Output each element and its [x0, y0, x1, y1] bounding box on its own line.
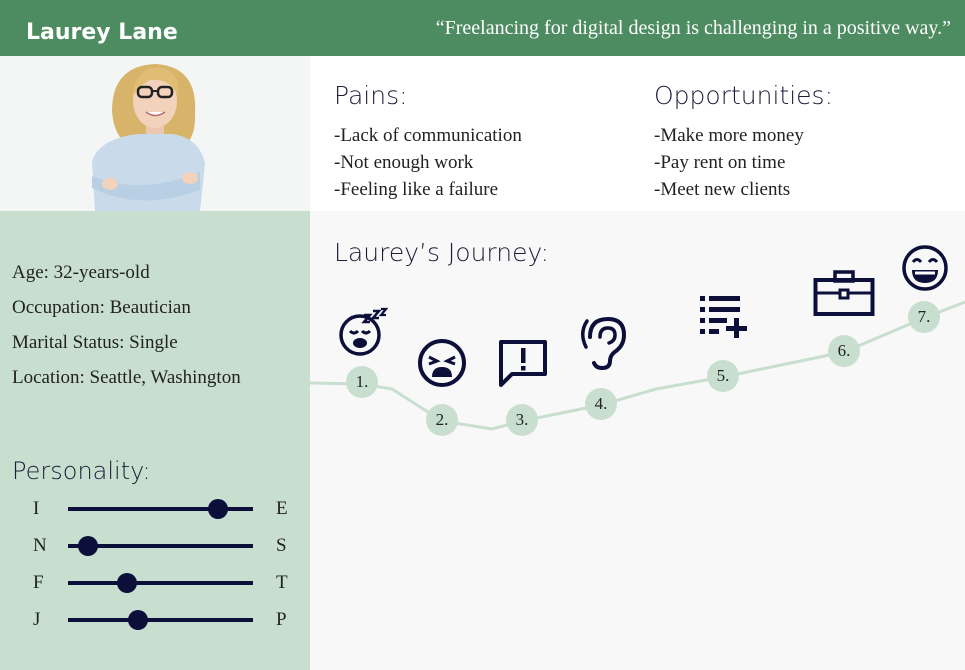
- scale-knob: [207, 499, 228, 519]
- weary-face-icon: [418, 339, 466, 387]
- pain-item: -Lack of communication: [334, 125, 522, 146]
- scale-knob: [117, 573, 138, 593]
- speech-alert-icon: [499, 340, 547, 387]
- pains-list: -Lack of communication -Not enough work …: [334, 122, 522, 203]
- opportunities-list: -Make more money -Pay rent on time -Meet…: [654, 122, 804, 203]
- header-bar: Laurey Lane “Freelancing for digital des…: [0, 0, 965, 56]
- scale-right-label: E: [276, 498, 288, 519]
- persona-photo: [0, 56, 310, 211]
- personality-title: Personality:: [12, 457, 151, 485]
- journey-stage-7-label: 7.: [908, 301, 940, 333]
- opportunity-item: -Meet new clients: [654, 179, 791, 200]
- grinning-face-icon: [902, 245, 948, 291]
- scale-left-label: F: [33, 572, 44, 593]
- pain-item: -Feeling like a failure: [334, 179, 499, 200]
- scale-track: [68, 581, 253, 585]
- scale-left-label: N: [33, 535, 47, 556]
- journey-stage-1-label: 1.: [346, 366, 378, 398]
- scale-right-label: T: [276, 572, 288, 593]
- scale-left-label: I: [33, 498, 40, 519]
- journey-stage-4-label: 4.: [585, 388, 617, 420]
- opportunities-title: Opportunities:: [654, 81, 834, 110]
- persona-details-panel: Age: 32-years-old Occupation: Beautician…: [0, 211, 310, 670]
- opportunity-item: -Pay rent on time: [654, 152, 786, 173]
- ear-icon: [581, 316, 627, 371]
- location-text: Location: Seattle, Washington: [12, 367, 241, 388]
- journey-stage-3-label: 3.: [506, 404, 538, 436]
- pains-title: Pains:: [334, 81, 408, 110]
- briefcase-icon: [813, 270, 875, 316]
- scale-right-label: P: [276, 609, 287, 630]
- age-text: Age: 32-years-old: [12, 262, 150, 283]
- persona-quote: “Freelancing for digital design is chall…: [435, 17, 951, 39]
- sleepy-face-icon: [339, 307, 388, 356]
- scale-left-label: J: [33, 609, 41, 630]
- scale-track: [68, 618, 253, 622]
- journey-stage-2-label: 2.: [426, 404, 458, 436]
- scale-track: [68, 544, 253, 548]
- playlist-add-icon: [700, 296, 747, 338]
- scale-right-label: S: [276, 535, 287, 556]
- personality-scale-ie: I E: [0, 499, 310, 519]
- marital-status-text: Marital Status: Single: [12, 332, 178, 353]
- pain-item: -Not enough work: [334, 152, 474, 173]
- personality-scale-ft: F T: [0, 573, 310, 593]
- scale-track: [68, 507, 253, 511]
- persona-name: Laurey Lane: [26, 20, 178, 45]
- journey-stage-5-label: 5.: [707, 360, 739, 392]
- opportunity-item: -Make more money: [654, 125, 804, 146]
- scale-knob: [128, 610, 149, 630]
- journey-stage-6-label: 6.: [828, 335, 860, 367]
- personality-scale-ns: N S: [0, 536, 310, 556]
- journey-panel: Laurey’s Journey: 1. 2. 3. 4. 5. 6. 7.: [310, 211, 965, 670]
- journey-title: Laurey’s Journey:: [334, 238, 549, 267]
- occupation-text: Occupation: Beautician: [12, 297, 191, 318]
- personality-scale-jp: J P: [0, 610, 310, 630]
- scale-knob: [78, 536, 99, 556]
